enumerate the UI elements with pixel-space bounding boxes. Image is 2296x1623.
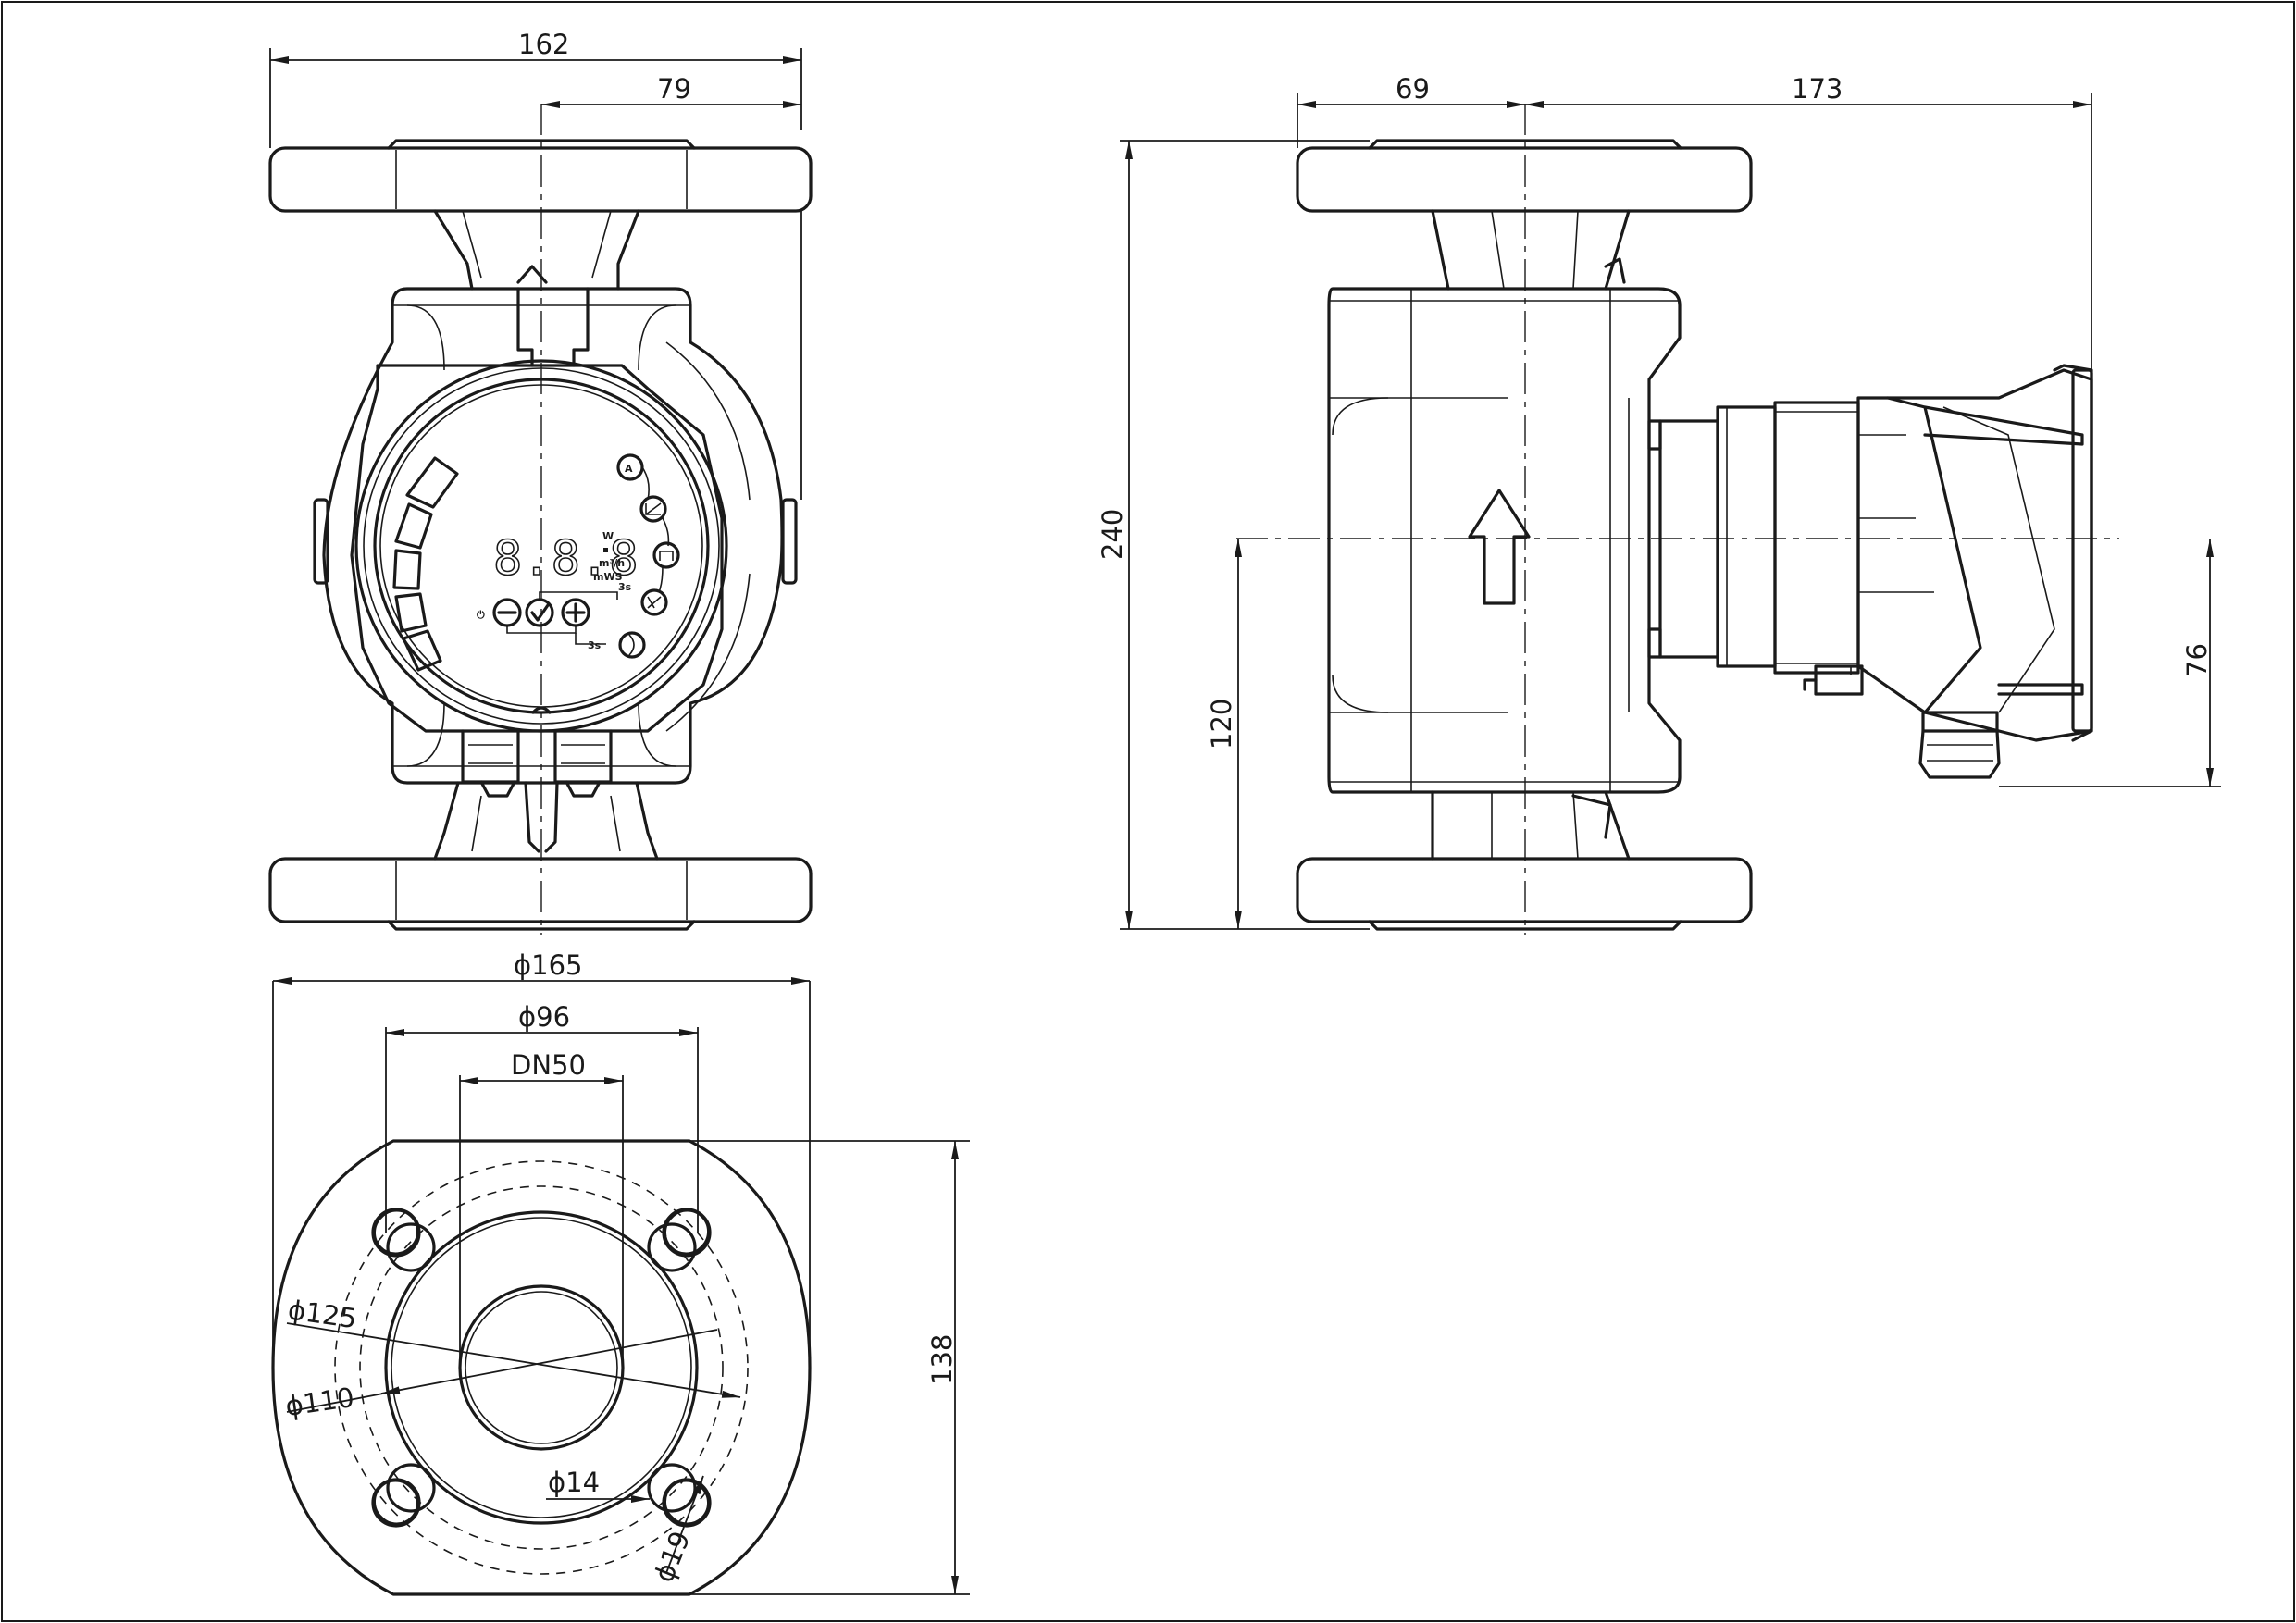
display-digits: 8.8.8 <box>493 531 639 587</box>
front-top-flange <box>268 146 813 213</box>
unit-m3h: m³/h <box>599 557 625 569</box>
night-mode-icon <box>618 631 646 659</box>
constant-pressure-icon <box>652 541 680 569</box>
power-icon: ⏻ <box>477 609 485 621</box>
dim-flange-bolt: ϕ96 <box>518 1001 570 1033</box>
flange-dimensions: ϕ165 ϕ96 DN50 138 ϕ125 ϕ110 ϕ14 ϕ19 <box>273 949 959 1594</box>
unit-mwc: mWS <box>593 571 623 583</box>
bore <box>458 1284 625 1451</box>
side-top-flange <box>1296 146 1753 213</box>
ok-button[interactable] <box>525 598 554 627</box>
side-view <box>1236 104 2119 935</box>
svg-text:A: A <box>625 463 633 475</box>
side-dimensions: 69 173 240 120 76 <box>1097 73 2221 930</box>
flow-arrow-icon <box>1468 489 1531 605</box>
dim-front-width: 162 <box>518 29 569 60</box>
dim-height-motor: 76 <box>2181 643 2213 677</box>
constant-speed-icon <box>640 588 668 616</box>
speed-bargraph <box>392 456 459 672</box>
front-bottom-flange <box>268 857 813 923</box>
bolt-slots <box>371 1208 712 1528</box>
timer-3s-a: 3s <box>618 581 632 593</box>
bolt-circle-110 <box>359 1185 724 1550</box>
dim-height-axis: 120 <box>1206 699 1237 750</box>
dim-pcd-125: ϕ125 <box>286 1294 358 1334</box>
dim-slot-19: ϕ19 <box>648 1527 697 1587</box>
bolt-circle-125 <box>334 1160 749 1575</box>
flange-outline <box>271 1139 812 1596</box>
side-bottom-flange <box>1296 857 1753 923</box>
dim-side-right: 173 <box>1792 73 1843 105</box>
dim-flange-height: 138 <box>926 1334 958 1385</box>
dim-pcd-110: ϕ110 <box>283 1381 355 1422</box>
unit-w: W <box>602 530 614 542</box>
flange-view <box>271 981 970 1596</box>
dim-hole-14: ϕ14 <box>548 1467 600 1498</box>
dim-flange-nominal: DN50 <box>511 1049 586 1081</box>
dim-front-offset: 79 <box>657 73 691 105</box>
front-dimensions: 162 79 <box>269 29 802 500</box>
front-view: 8.8.8 W m³/h mWS A ⏻ 3s 3s <box>268 104 813 935</box>
dim-flange-outer: ϕ165 <box>514 949 582 981</box>
proportional-pressure-icon <box>639 495 667 523</box>
dim-side-left: 69 <box>1396 73 1430 105</box>
raised-face <box>384 1210 699 1525</box>
timer-3s-b: 3s <box>588 639 602 651</box>
front-housing <box>322 287 784 785</box>
dim-height-total: 240 <box>1097 509 1128 560</box>
side-housing <box>1327 287 1682 794</box>
